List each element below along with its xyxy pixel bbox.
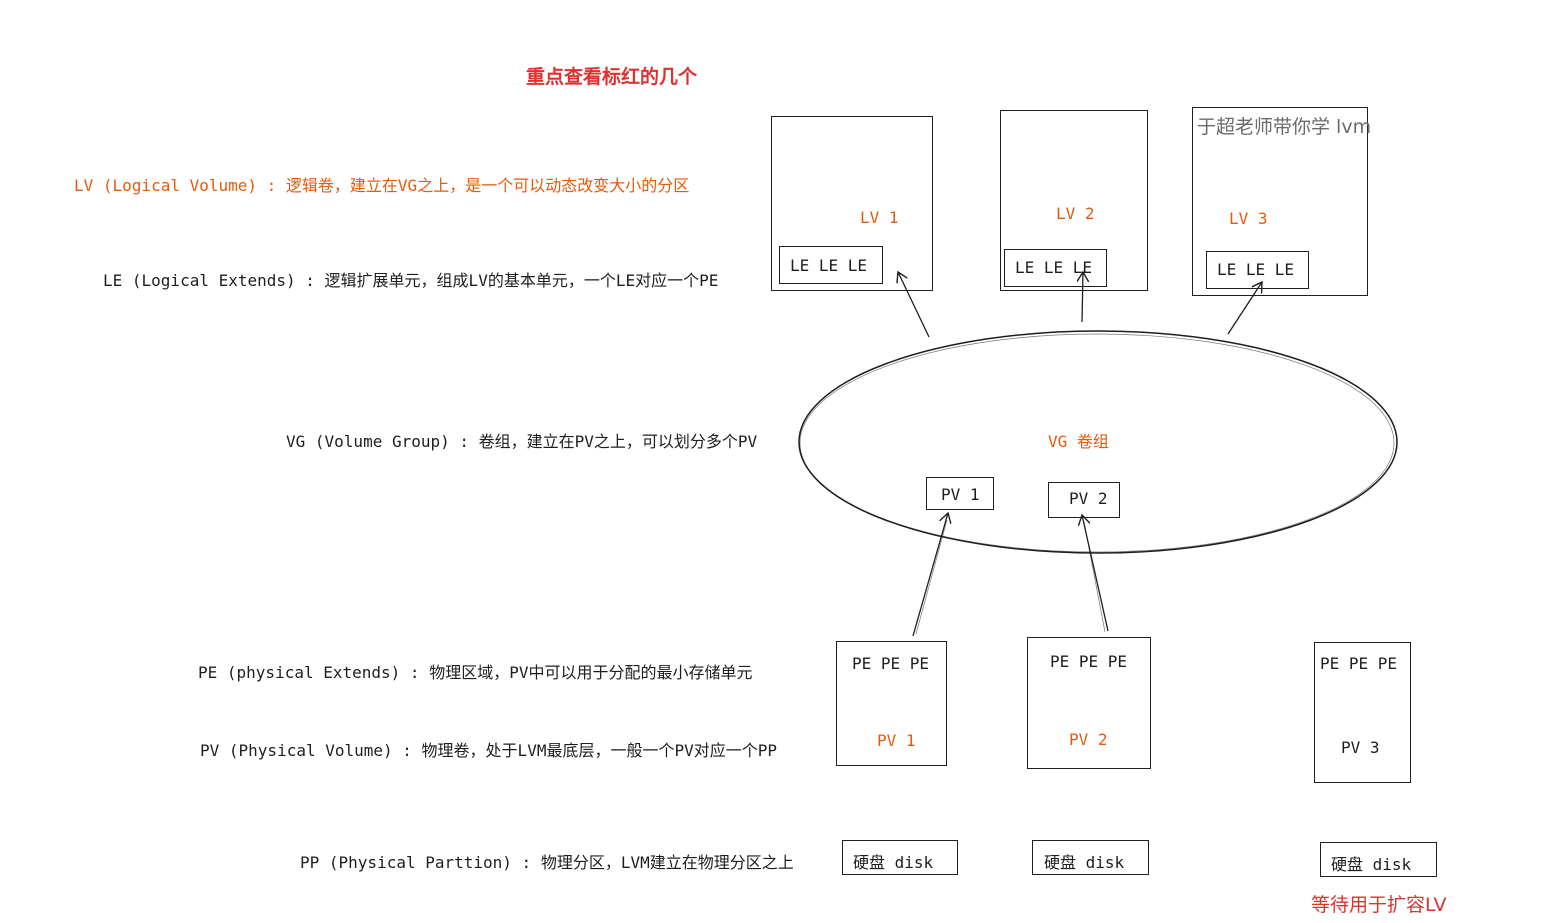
pv-box-3 <box>1314 642 1411 783</box>
disk-label-1: 硬盘 disk <box>853 853 934 872</box>
pv-label-1: PV 1 <box>877 731 916 750</box>
pending-note: 等待用于扩容LV <box>1311 894 1447 916</box>
vg-ellipse <box>798 330 1398 554</box>
le-extents-1: LE LE LE <box>790 256 868 275</box>
pe-extents-1: PE PE PE <box>852 654 930 673</box>
definition-pp: PP (Physical Parttion) : 物理分区，LVM建立在物理分区… <box>300 853 794 872</box>
lv-label-2: LV 2 <box>1056 204 1095 223</box>
disk-box-3 <box>1320 842 1437 877</box>
disk-box-1 <box>842 840 958 875</box>
pv-label-3: PV 3 <box>1341 738 1380 757</box>
pv-box-2 <box>1027 637 1151 769</box>
definition-le: LE (Logical Extends) : 逻辑扩展单元，组成LV的基本单元，… <box>103 271 719 290</box>
lv-label-1: LV 1 <box>860 208 899 227</box>
vg-member-1: PV 1 <box>941 485 980 504</box>
disk-label-2: 硬盘 disk <box>1044 853 1125 872</box>
le-box-3 <box>1206 251 1309 289</box>
vg-member-box-2 <box>1048 482 1120 518</box>
le-box-2 <box>1004 249 1107 287</box>
pe-extents-3: PE PE PE <box>1320 654 1398 673</box>
vg-label: VG 卷组 <box>1048 432 1109 451</box>
definition-lv: LV (Logical Volume) : 逻辑卷，建立在VG之上，是一个可以动… <box>74 176 690 195</box>
arrow-vg-to-lv3 <box>1227 282 1262 335</box>
arrow-vg-to-lv1 <box>898 272 930 338</box>
arrow-pv1-to-vg <box>912 513 948 637</box>
pv-label-2: PV 2 <box>1069 730 1108 749</box>
definition-vg: VG (Volume Group) : 卷组，建立在PV之上，可以划分多个PV <box>286 432 758 451</box>
disk-box-2 <box>1032 840 1149 875</box>
arrow-pv1-to-vg-sketch <box>915 519 948 635</box>
vg-ellipse-sketch <box>799 333 1395 553</box>
vg-member-2: PV 2 <box>1069 489 1108 508</box>
diagram-title: 重点查看标红的几个 <box>526 66 698 88</box>
le-extents-2: LE LE LE <box>1015 258 1093 277</box>
le-extents-3: LE LE LE <box>1217 260 1295 279</box>
disk-label-3: 硬盘 disk <box>1331 855 1412 874</box>
lv-box-1 <box>771 116 933 291</box>
lv-box-3 <box>1192 107 1368 296</box>
watermark: 于超老师带你学 lvm <box>1197 116 1372 138</box>
vg-member-box-1 <box>926 477 994 510</box>
pv-box-1 <box>836 641 947 766</box>
definition-pe: PE (physical Extends) : 物理区域，PV中可以用于分配的最… <box>198 663 753 682</box>
lv-box-2 <box>1000 110 1148 291</box>
le-box-1 <box>779 246 883 284</box>
arrow-vg-to-lv2 <box>1082 272 1083 323</box>
arrow-pv2-to-vg-sketch <box>1083 521 1106 633</box>
pe-extents-2: PE PE PE <box>1050 652 1128 671</box>
lv-label-3: LV 3 <box>1229 209 1268 228</box>
definition-pv: PV (Physical Volume) : 物理卷，处于LVM最底层，一般一个… <box>200 741 777 760</box>
